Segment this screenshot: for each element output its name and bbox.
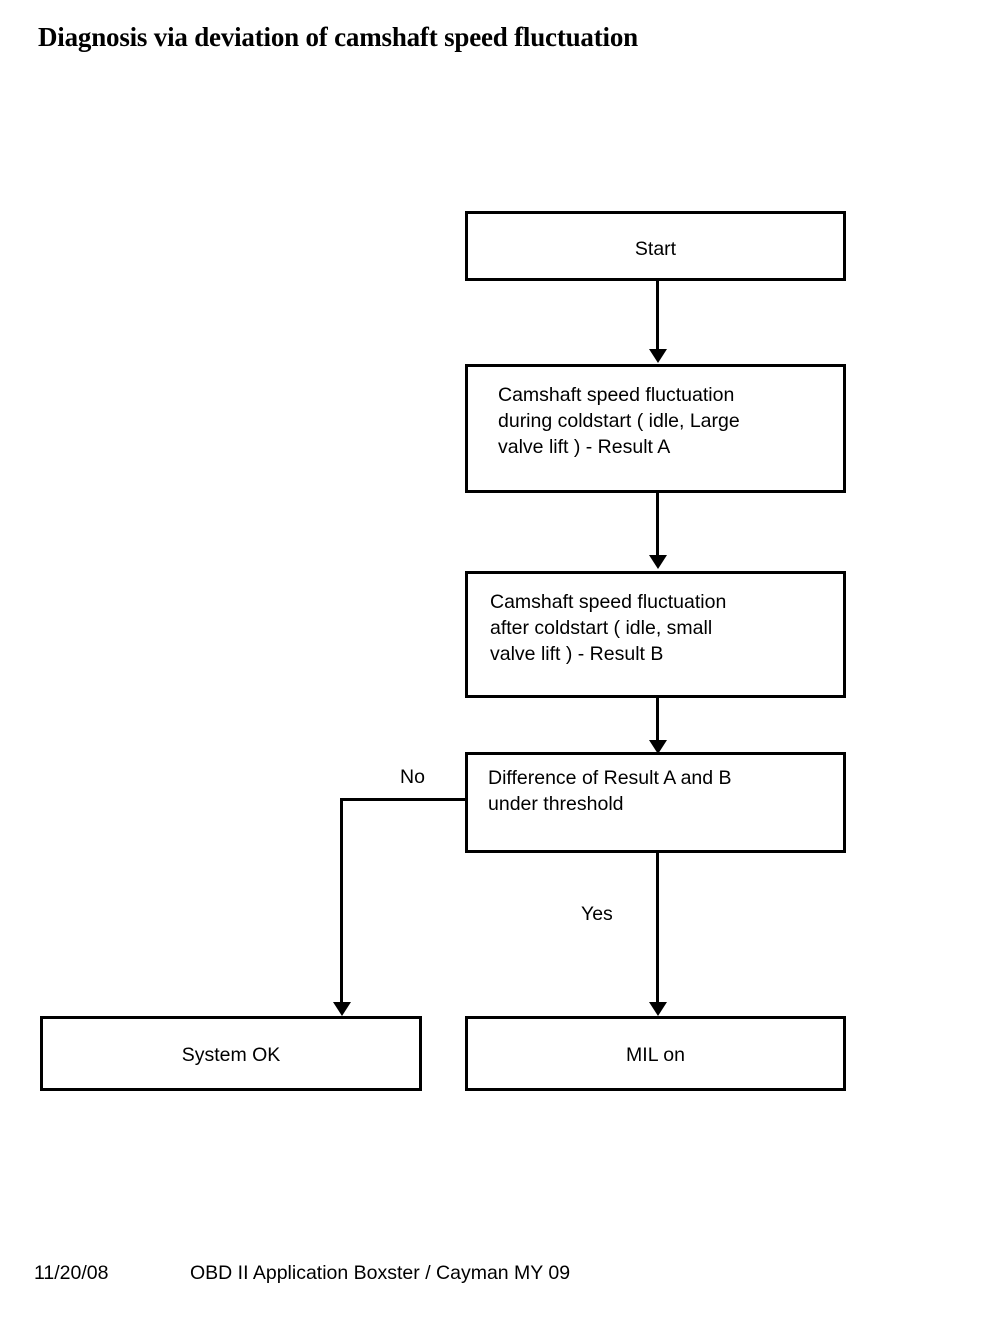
edge-label-no: No [400, 766, 425, 788]
flow-node-start: Start [465, 211, 846, 281]
flow-node-system-ok: System OK [40, 1016, 422, 1091]
footer-document-title: OBD II Application Boxster / Cayman MY 0… [190, 1262, 571, 1284]
flow-node-mil-on: MIL on [465, 1016, 846, 1091]
edge-start-to-measure-a-arrowhead [649, 349, 667, 363]
edge-yes-arrowhead [649, 1002, 667, 1016]
edge-start-to-measure-a-line [656, 281, 659, 349]
footer-date: 11/20/08 [34, 1262, 109, 1284]
edge-no-arrowhead [333, 1002, 351, 1016]
edge-label-yes: Yes [581, 903, 613, 925]
page-title: Diagnosis via deviation of camshaft spee… [38, 22, 638, 52]
flow-node-measure-b: Camshaft speed fluctuation after coldsta… [465, 571, 846, 698]
edge-no-vertical-line [340, 798, 343, 1004]
flow-node-decision-threshold-label: Difference of Result A and B under thres… [488, 767, 732, 815]
edge-measure-a-to-measure-b-line [656, 493, 659, 555]
flow-node-measure-a-label: Camshaft speed fluctuation during coldst… [498, 384, 740, 458]
edge-measure-a-to-measure-b-arrowhead [649, 555, 667, 569]
edge-measure-b-to-decision-arrowhead [649, 740, 667, 754]
flow-node-system-ok-label: System OK [181, 1044, 281, 1066]
edge-measure-b-to-decision-line [656, 698, 659, 740]
flow-node-mil-on-label: MIL on [626, 1044, 685, 1066]
edge-no-horizontal-line [340, 798, 468, 801]
flow-node-measure-a: Camshaft speed fluctuation during coldst… [465, 364, 846, 493]
flow-node-measure-b-label: Camshaft speed fluctuation after coldsta… [490, 591, 727, 665]
edge-yes-vertical-line [656, 853, 659, 1004]
flow-node-decision-threshold: Difference of Result A and B under thres… [465, 752, 846, 853]
flow-node-start-label: Start [634, 238, 677, 260]
